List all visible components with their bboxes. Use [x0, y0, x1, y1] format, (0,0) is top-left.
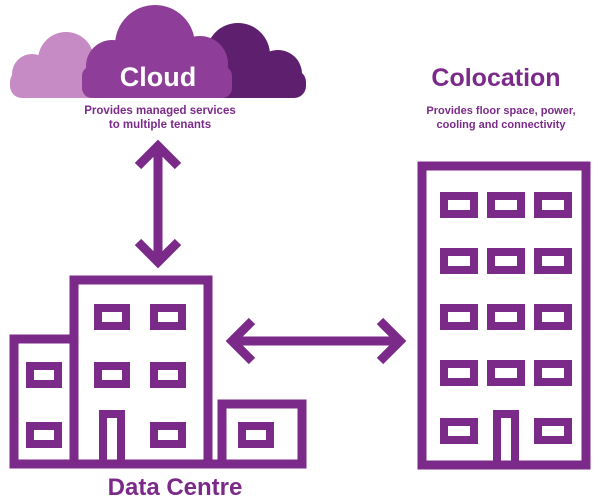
cloud-description-line: Provides managed services — [84, 105, 236, 117]
colocation-description: Provides floor space, power, cooling and… — [406, 104, 596, 132]
tower-building-icon — [417, 161, 591, 470]
data-centre-title: Data Centre — [107, 474, 243, 501]
double-arrow-icon — [134, 139, 182, 269]
colocation-description-line: Provides floor space, power, — [426, 105, 576, 117]
cloud-icon — [10, 5, 306, 98]
cloud-description: Provides managed services to multiple te… — [60, 104, 260, 132]
colocation-description-line: cooling and connectivity — [436, 119, 566, 131]
double-arrow-icon — [225, 317, 407, 365]
office-building-icon — [9, 275, 307, 469]
colocation-title: Colocation — [431, 64, 561, 92]
cloud-description-line: to multiple tenants — [108, 119, 212, 131]
cloud-title: Cloud — [119, 62, 197, 92]
